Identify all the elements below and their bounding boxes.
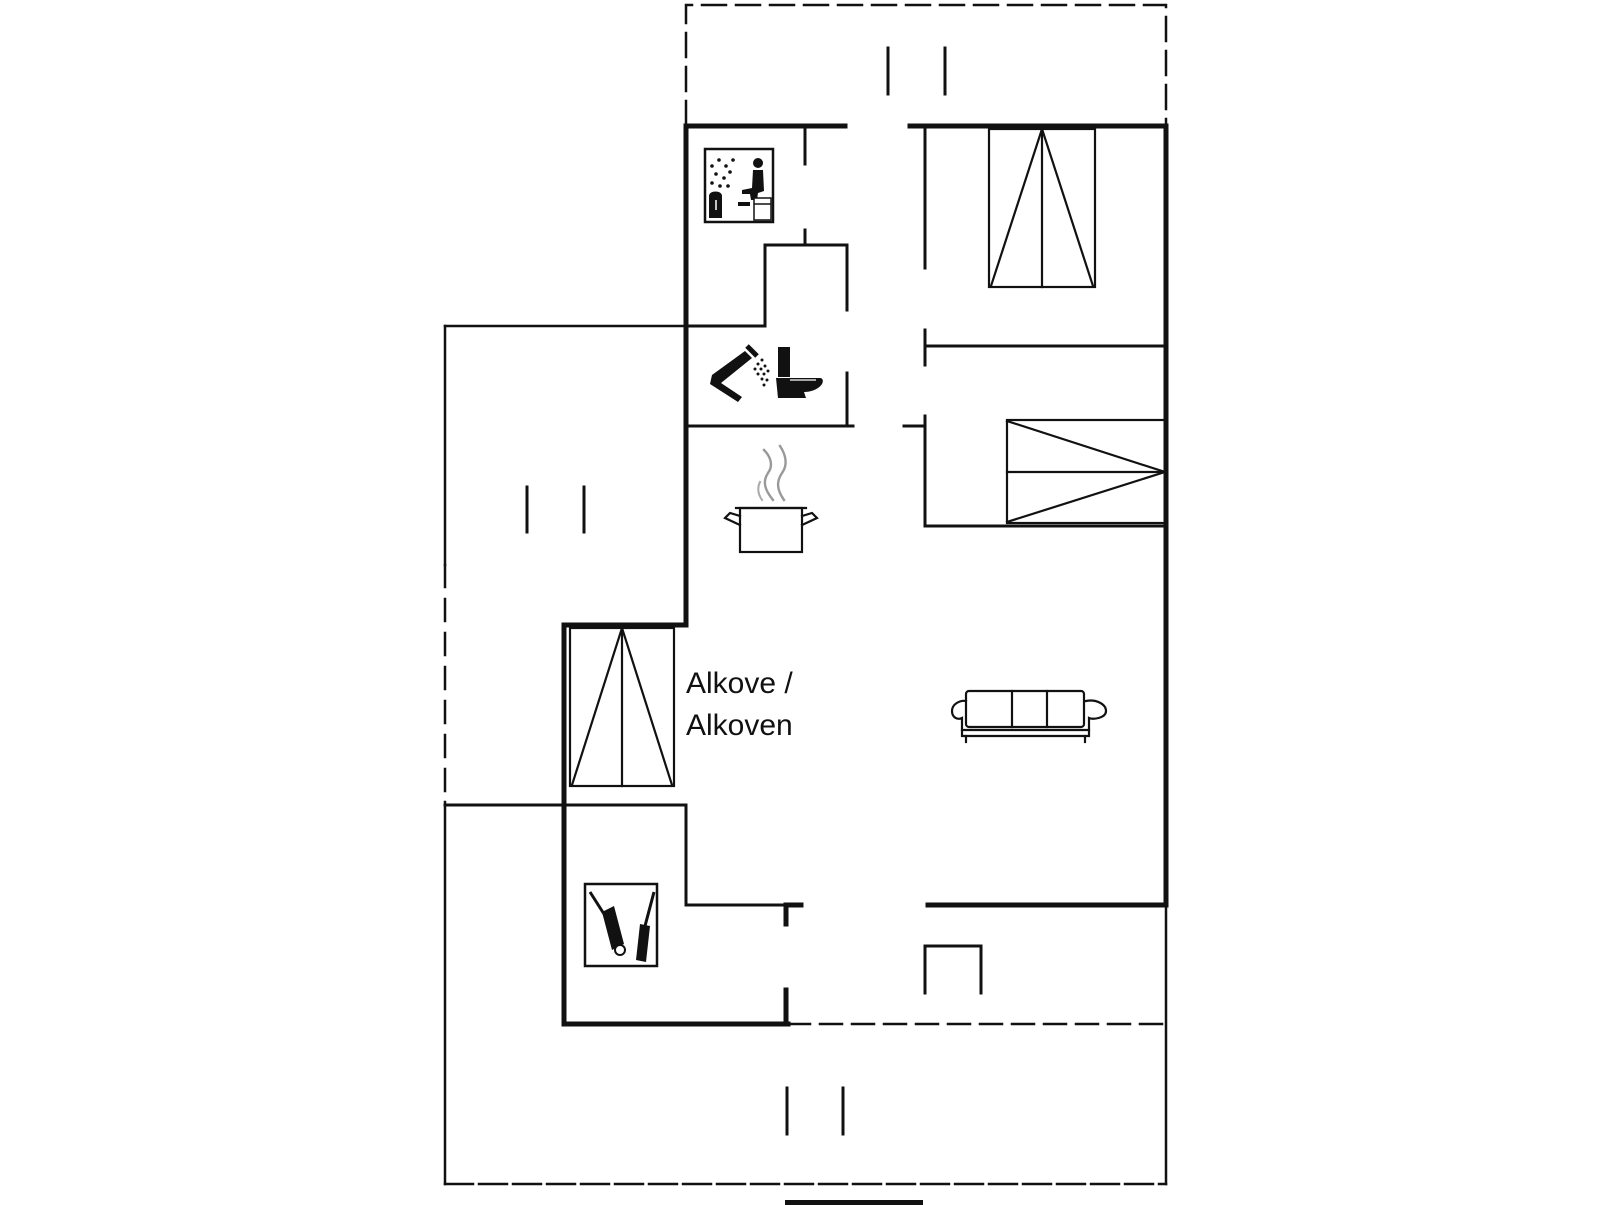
double-bed-icon xyxy=(987,127,1097,289)
toilet-icon xyxy=(776,347,823,398)
sofa-icon xyxy=(950,689,1108,744)
alcove-label-line-2: Alkoven xyxy=(686,709,793,742)
stairs-icon xyxy=(1005,418,1167,525)
outer-walls xyxy=(561,123,1169,1027)
left-annex xyxy=(443,324,688,804)
entrance-step xyxy=(923,944,983,995)
bottom-terrace xyxy=(443,800,1168,1186)
sauna-icon xyxy=(703,147,775,224)
interior-walls xyxy=(443,124,1168,1026)
alcove-label-line-1: Alkove / xyxy=(686,667,793,700)
top-terrace xyxy=(684,3,1168,127)
shower-icon xyxy=(710,344,770,402)
entrance-mat xyxy=(785,1200,923,1205)
single-bed-icon xyxy=(568,626,676,788)
alcove-label: Alkove / Alkoven xyxy=(686,663,793,747)
cooking-pot-icon xyxy=(723,444,819,554)
utility-room-icon xyxy=(583,882,659,968)
